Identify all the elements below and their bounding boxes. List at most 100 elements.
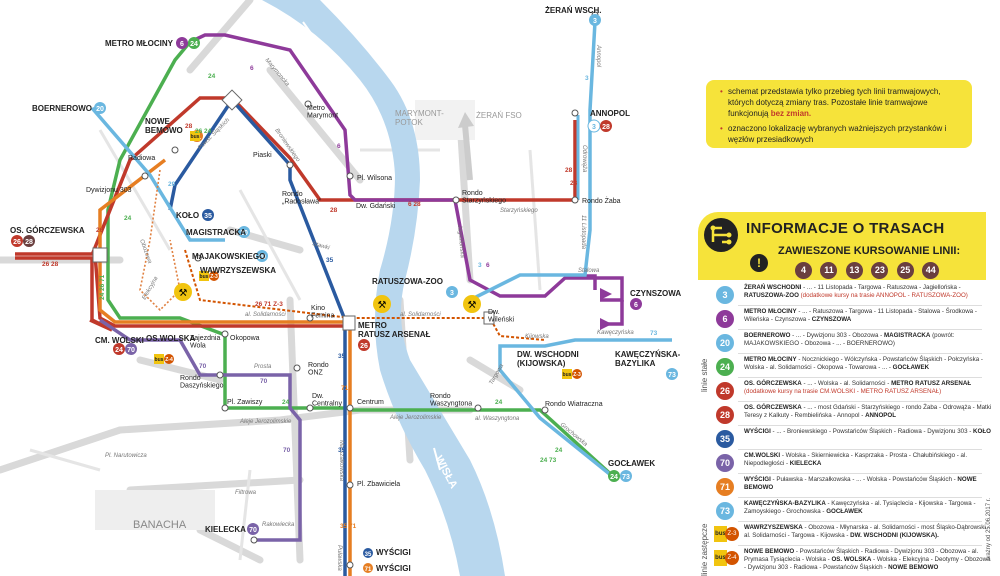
section-label-zastepcze: linie zastępcze — [700, 523, 709, 576]
svg-text:35: 35 — [204, 213, 212, 220]
svg-text:Prosta: Prosta — [254, 364, 272, 370]
svg-text:26 28: 26 28 — [42, 261, 59, 268]
svg-text:Piaski: Piaski — [253, 152, 272, 159]
background-streets — [0, 0, 524, 564]
route-info-icon — [704, 218, 738, 252]
svg-text:DW. WSCHODNI(KIJOWSKA): DW. WSCHODNI(KIJOWSKA) — [517, 350, 579, 368]
svg-text:24 73: 24 73 — [540, 457, 557, 464]
svg-text:Pl. Narutowicza: Pl. Narutowicza — [105, 453, 147, 459]
svg-text:73: 73 — [650, 330, 658, 337]
svg-text:al. Solidarności: al. Solidarności — [245, 312, 286, 318]
svg-text:24: 24 — [610, 474, 618, 481]
svg-text:28: 28 — [25, 239, 33, 246]
svg-text:Kawęczyńska: Kawęczyńska — [597, 330, 634, 336]
svg-text:6: 6 — [180, 41, 184, 48]
svg-text:Puławska: Puławska — [336, 545, 342, 571]
svg-text:20: 20 — [96, 106, 104, 113]
svg-text:RATUSZOWA-ZOO: RATUSZOWA-ZOO — [372, 277, 443, 286]
district-marymont: MARYMONT-POTOK — [395, 109, 444, 127]
svg-text:Starzyńskiego: Starzyńskiego — [500, 208, 538, 214]
suspended-line: 4 — [794, 261, 813, 280]
svg-text:GOCŁAWEK: GOCŁAWEK — [608, 459, 655, 468]
line-badge: 73 — [716, 502, 734, 520]
notice-text-1: schemat przedstawia tylko przebieg tych … — [720, 86, 962, 119]
svg-text:35: 35 — [326, 257, 334, 264]
svg-text:3: 3 — [478, 262, 482, 269]
svg-text:Pl. Zawiszy: Pl. Zawiszy — [227, 399, 263, 406]
svg-text:24: 24 — [495, 399, 503, 406]
svg-text:20: 20 — [240, 230, 248, 237]
stop-labels: METRO MŁOCINY ŻERAŃ WSCH. BOERNEROWO NOW… — [10, 6, 681, 573]
svg-text:KOŁO: KOŁO — [176, 211, 199, 220]
svg-text:⚒: ⚒ — [179, 288, 188, 299]
svg-text:35: 35 — [338, 447, 346, 454]
line-6-arrow — [600, 288, 612, 300]
svg-text:6: 6 — [337, 143, 341, 150]
svg-text:24: 24 — [208, 73, 216, 80]
svg-text:24: 24 — [190, 41, 198, 48]
suspended-line: 44 — [921, 261, 941, 280]
info-title: INFORMACJE O TRASACH — [746, 220, 945, 237]
svg-text:24 26 71: 24 26 71 — [99, 274, 106, 300]
svg-text:Jagiellońska: Jagiellońska — [456, 224, 465, 259]
svg-text:CZYNSZOWA: CZYNSZOWA — [630, 289, 681, 298]
svg-text:6 28: 6 28 — [408, 201, 421, 208]
svg-text:Dw. Gdański: Dw. Gdański — [356, 203, 396, 210]
svg-text:Pl. Wilsona: Pl. Wilsona — [357, 175, 392, 182]
svg-text:WYŚCIGI: WYŚCIGI — [376, 564, 411, 573]
svg-text:6: 6 — [486, 262, 490, 269]
suspended-line: 25 — [895, 261, 915, 280]
section-label-stale: linie stałe — [700, 358, 709, 392]
line-badge: 26 — [716, 382, 734, 400]
notice-box: schemat przedstawia tylko przebieg tych … — [706, 80, 972, 148]
svg-text:bus: bus — [563, 372, 572, 378]
transfer-nodes — [92, 89, 495, 331]
svg-text:70: 70 — [127, 347, 135, 354]
svg-text:⚒: ⚒ — [378, 300, 387, 311]
svg-text:20: 20 — [258, 254, 266, 261]
line-70-route — [99, 318, 302, 542]
svg-text:Stalowa: Stalowa — [578, 268, 600, 274]
info-panel: INFORMACJE O TRASACH ! ZAWIESZONE KURSOW… — [698, 212, 991, 576]
svg-text:26 24: 26 24 — [195, 128, 212, 135]
district-zeran-fso: ŻERAŃ FSO — [476, 111, 522, 120]
svg-text:BOERNEROWO: BOERNEROWO — [32, 104, 92, 113]
svg-text:CM. WOLSKI: CM. WOLSKI — [95, 336, 144, 345]
svg-text:Rakowiecka: Rakowiecka — [262, 522, 295, 528]
river-arrow — [433, 447, 441, 471]
line-badge: 6 — [716, 310, 734, 328]
svg-text:73: 73 — [622, 474, 630, 481]
svg-text:26 71 Z-3: 26 71 Z-3 — [255, 301, 283, 308]
svg-text:MAJAKOWSKIEGO: MAJAKOWSKIEGO — [192, 252, 265, 261]
svg-text:6: 6 — [634, 302, 638, 309]
svg-text:Aleje Jerozolimskie: Aleje Jerozolimskie — [239, 419, 292, 425]
district-banacha: BANACHA — [133, 519, 187, 531]
line-26-route — [15, 252, 350, 328]
svg-text:28: 28 — [602, 124, 610, 131]
svg-text:Rondo„Radosława”: Rondo„Radosława” — [282, 191, 322, 206]
svg-text:Radiowa: Radiowa — [128, 155, 155, 162]
svg-text:Aleje Jerozolimskie: Aleje Jerozolimskie — [389, 415, 442, 421]
svg-text:Z-3: Z-3 — [573, 372, 581, 378]
svg-text:Rondo Wiatraczna: Rondo Wiatraczna — [545, 401, 603, 408]
notice-text-2: oznaczono lokalizację wybranych ważniejs… — [720, 123, 962, 145]
construction-icon: ⚒ ⚒ ⚒ — [174, 283, 481, 313]
valid-date: ważny od 25.06.2017 r. — [986, 497, 992, 560]
svg-text:⚒: ⚒ — [468, 300, 477, 311]
info-header: INFORMACJE O TRASACH ! ZAWIESZONE KURSOW… — [698, 212, 986, 280]
svg-text:71: 71 — [365, 567, 372, 573]
line-badge: 35 — [716, 430, 734, 448]
svg-text:OS. GÓRCZEWSKA: OS. GÓRCZEWSKA — [10, 226, 85, 235]
svg-text:WYŚCIGI: WYŚCIGI — [376, 548, 411, 557]
warning-icon: ! — [750, 254, 768, 272]
svg-text:OS.WOLSKA: OS.WOLSKA — [146, 334, 196, 343]
suspended-line: 13 — [844, 261, 864, 280]
line-6-return — [600, 300, 624, 326]
